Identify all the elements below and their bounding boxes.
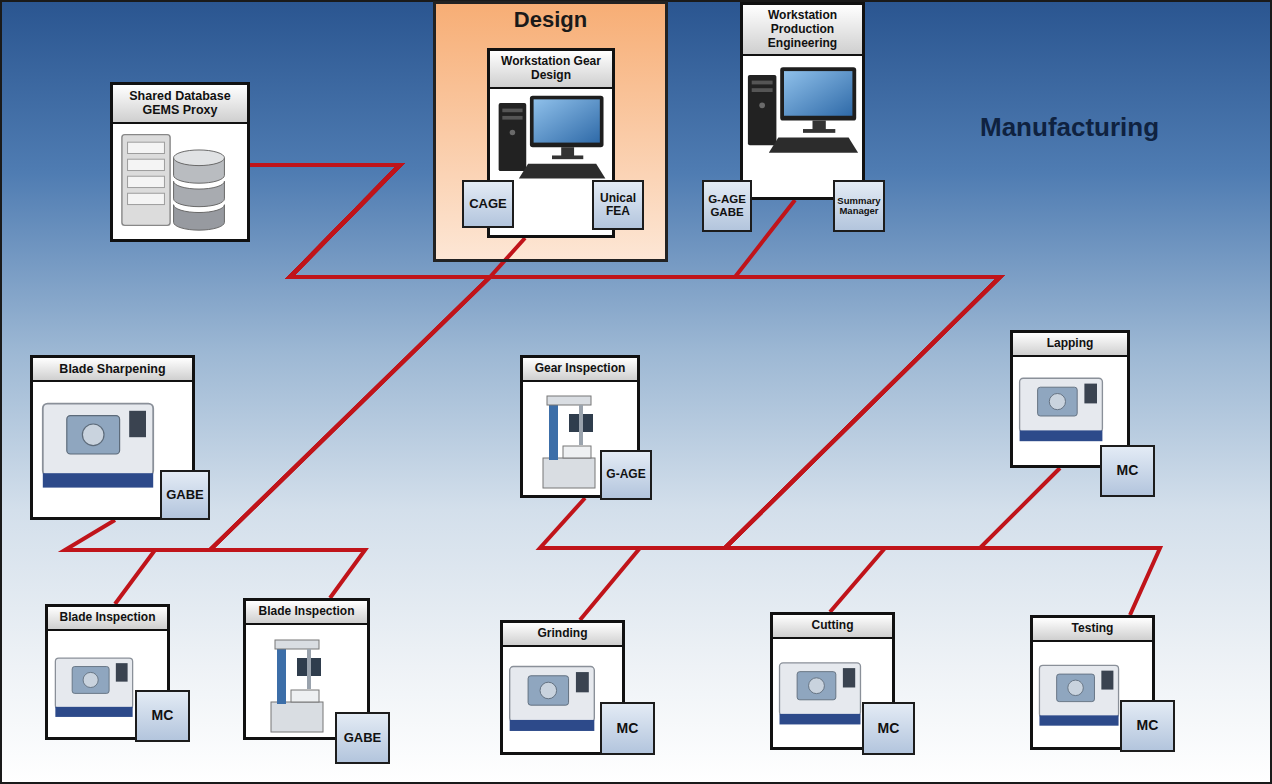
- network-link: [250, 165, 1060, 548]
- software-label: MC: [1103, 463, 1152, 478]
- design-region: DesignWorkstation Gear DesignCAGEUnical …: [433, 1, 668, 262]
- station-card: GrindingMC: [500, 620, 625, 755]
- region-title: Design: [436, 4, 665, 33]
- station-title: Grinding: [503, 623, 622, 647]
- software-label: Summary Manager: [836, 196, 882, 217]
- software-label: MC: [1123, 718, 1172, 733]
- software-badge: MC: [600, 702, 655, 755]
- software-badge: MC: [135, 690, 190, 742]
- station-title: Blade Inspection: [48, 607, 167, 631]
- region-label: Manufacturing: [980, 112, 1159, 143]
- software-badge: CAGE: [462, 180, 514, 228]
- software-label: MC: [865, 721, 912, 736]
- network-link: [250, 165, 1000, 548]
- station-card: Workstation Production EngineeringG-AGE …: [740, 2, 865, 200]
- software-label: GABE: [163, 488, 207, 502]
- station-card: CuttingMC: [770, 612, 895, 750]
- software-badge: MC: [1120, 700, 1175, 752]
- station-title: Cutting: [773, 615, 892, 639]
- software-label: CAGE: [465, 197, 511, 211]
- station-title: Gear Inspection: [523, 358, 637, 382]
- software-badge: G-AGE GABE: [702, 180, 752, 232]
- software-badge: G-AGE: [600, 450, 652, 500]
- software-badge: MC: [1100, 445, 1155, 497]
- software-label: GABE: [338, 731, 387, 745]
- software-badge: GABE: [335, 712, 390, 764]
- station-title: Shared Database GEMS Proxy: [113, 85, 247, 124]
- station-title: Testing: [1033, 618, 1152, 642]
- software-badge: Summary Manager: [833, 180, 885, 232]
- station-title: Lapping: [1013, 333, 1127, 357]
- software-label: MC: [138, 708, 187, 723]
- station-card: Workstation Gear DesignCAGEUnical FEA: [487, 48, 615, 238]
- software-label: MC: [603, 721, 652, 736]
- software-badge: GABE: [160, 470, 210, 520]
- station-title: Blade Sharpening: [33, 358, 192, 382]
- station-card: Blade InspectionMC: [45, 604, 170, 740]
- station-card: Blade SharpeningGABE: [30, 355, 195, 520]
- network-link: [250, 165, 1160, 615]
- station-card: LappingMC: [1010, 330, 1130, 468]
- software-label: G-AGE GABE: [705, 193, 749, 218]
- station-title: Workstation Gear Design: [490, 51, 612, 89]
- station-card: Gear InspectionG-AGE: [520, 355, 640, 498]
- software-badge: MC: [862, 702, 915, 755]
- station-title: Blade Inspection: [246, 601, 367, 625]
- network-link: [250, 165, 1000, 620]
- software-label: G-AGE: [603, 468, 649, 481]
- software-badge: Unical FEA: [592, 180, 644, 230]
- station-card: Shared Database GEMS Proxy: [110, 82, 250, 242]
- software-label: Unical FEA: [595, 192, 641, 218]
- network-link: [210, 165, 490, 598]
- station-card: Blade InspectionGABE: [243, 598, 370, 740]
- station-card: TestingMC: [1030, 615, 1155, 750]
- station-title: Workstation Production Engineering: [743, 5, 862, 56]
